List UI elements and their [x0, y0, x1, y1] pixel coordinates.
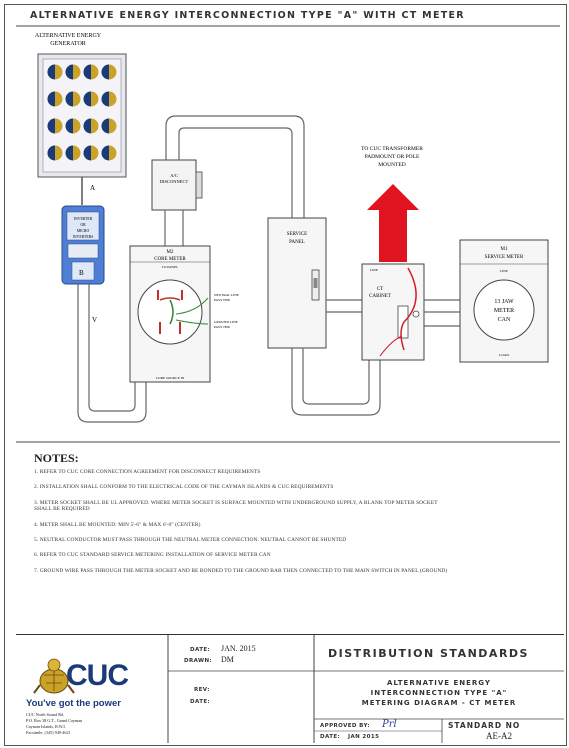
address-line: Cayman Islands, B.W.I. — [26, 724, 66, 729]
solar-cell-shade — [65, 118, 73, 134]
solar-cell-shade — [65, 91, 73, 107]
transformer-arrow-icon — [367, 184, 419, 262]
m1-can-1: 13 JAW — [494, 299, 514, 305]
rev-label: REV: — [194, 687, 210, 693]
logo-text: CUC — [66, 659, 129, 692]
mark-a: A — [90, 184, 95, 192]
title-block-grid — [33, 635, 564, 743]
m1-line: LINE — [500, 269, 508, 273]
inverter-label-1: INVERTER — [74, 217, 93, 221]
address-line: CUC North Sound Rd. — [26, 712, 65, 717]
note-item: 3. METER SOCKET SHALL BE UL APPROVED. WH… — [34, 499, 438, 513]
ac-disconnect-label-2: DISCONNECT — [160, 179, 189, 184]
ct-line: LINE — [370, 268, 378, 272]
distribution-standards-title: DISTRIBUTION STANDARDS — [328, 647, 529, 660]
mark-v: V — [92, 316, 97, 324]
ct-cabinet-label-1: CT — [377, 287, 383, 292]
m2-side-top-2: PASS THR — [214, 298, 231, 302]
note-item: 6. REFER TO CUC STANDARD SERVICE METERIN… — [34, 552, 271, 559]
solar-cell-shade — [83, 118, 91, 134]
m2-side-top-1: NEUTRAL LINE — [214, 293, 239, 297]
m1-label-2: SERVICE METER — [485, 255, 524, 260]
conduit-panel-ct — [291, 348, 381, 416]
generator-label-2: GENERATOR — [50, 41, 86, 47]
note-item: 5. NEUTRAL CONDUCTOR MUST PASS THROUGH T… — [34, 537, 347, 544]
service-panel-label-1: SERVICE — [287, 232, 307, 237]
ac-disconnect — [151, 159, 197, 211]
solar-cell-shade — [47, 64, 55, 80]
tagline: You've got the power — [26, 698, 121, 709]
date2-label: DATE: — [320, 734, 341, 740]
approved-signature: Prl — [382, 719, 397, 730]
m2-side-bottom-1: GROUND LINE — [214, 320, 238, 324]
drawing-title-line-3: METERING DIAGRAM - CT METER — [361, 699, 517, 707]
note-item: 7. GROUND WIRE PASS THROUGH THE METER SO… — [34, 567, 448, 574]
m2-side-bottom-2: PASS THR — [214, 325, 231, 329]
drawing-title: ALTERNATIVE ENERGY INTERCONNECTION TYPE … — [30, 10, 465, 21]
date2-value: JAN 2015 — [348, 734, 380, 740]
solar-cell-shade — [101, 91, 109, 107]
m2-terminal: TO PANEL — [162, 265, 178, 269]
solar-cell-shade — [47, 91, 55, 107]
solar-cell-shade — [65, 64, 73, 80]
solar-cell-shade — [83, 145, 91, 161]
drawing-title-line-2: INTERCONNECTION TYPE "A" — [370, 689, 508, 697]
rev-date-label: DATE: — [190, 699, 211, 705]
address-line: Facsimile: (345) 949-4621 — [26, 730, 71, 735]
mark-b: B — [79, 269, 84, 277]
m2-bottom: CORE SOURCE IN — [156, 376, 185, 380]
solar-cell-shade — [47, 118, 55, 134]
date-label: DATE: — [190, 647, 211, 653]
inverter — [61, 205, 105, 285]
approved-label: APPROVED BY: — [320, 723, 370, 729]
solar-cell-shade — [47, 145, 55, 161]
m2-label-2: CORE METER — [154, 257, 186, 262]
note-item: 4. METER SHALL BE MOUNTED: MIN 5'-6" & M… — [34, 521, 201, 528]
cuc-turtle-logo-icon — [33, 658, 75, 694]
interconnection-diagram: ALTERNATIVE ENERGY GENERATOR A INVERTER … — [16, 25, 560, 443]
inverter-label-4: INVERTERS — [73, 235, 94, 239]
ac-disconnect-label-1: A/C — [170, 173, 178, 178]
drawn-value: DM — [221, 655, 234, 664]
notes-heading: NOTES: — [34, 451, 79, 465]
title-block: CUC You've got the power CUC North Sound… — [16, 634, 564, 743]
note-item: 1. REFER TO CUC CORE CONNECTION AGREEMEN… — [34, 469, 261, 475]
inverter-label-2: OR — [80, 223, 86, 227]
solar-cell-shade — [83, 91, 91, 107]
address-line: P.O. Box 38 G.T., Grand Cayman — [26, 718, 83, 723]
solar-cell-shade — [83, 64, 91, 80]
note-item: 2. INSTALLATION SHALL CONFORM TO THE ELE… — [34, 484, 334, 491]
notes-section: NOTES: 1. REFER TO CUC CORE CONNECTION A… — [34, 451, 559, 583]
transformer-note-3: MOUNTED — [378, 162, 406, 168]
m1-can-2: METER — [494, 308, 514, 314]
transformer-note-2: PADMOUNT OR POLE — [365, 154, 420, 160]
m1-label-1: M1 — [501, 247, 508, 252]
standard-no-value: AE-A2 — [486, 731, 512, 741]
ct-cabinet-label-2: CABINET — [369, 294, 391, 299]
solar-panel-icon — [37, 53, 127, 178]
solar-cell-shade — [65, 145, 73, 161]
inverter-label-3: MICRO — [77, 229, 90, 233]
m2-label-1: M2 — [167, 250, 174, 255]
solar-cell-shade — [101, 64, 109, 80]
generator-label-1: ALTERNATIVE ENERGY — [35, 33, 102, 39]
conduit-disconnect-panel — [165, 115, 305, 218]
solar-cell-shade — [101, 145, 109, 161]
transformer-note-1: TO CUC TRANSFORMER — [361, 146, 423, 152]
solar-cell-shade — [101, 118, 109, 134]
m1-load: LOAD — [499, 353, 509, 357]
date-value: JAN. 2015 — [221, 644, 256, 653]
conduit-inverter-m2 — [77, 284, 147, 423]
m1-can-3: CAN — [498, 317, 511, 323]
drawn-label: DRAWN: — [184, 658, 213, 664]
standard-no-label: STANDARD NO — [448, 721, 521, 730]
drawing-title-line-1: ALTERNATIVE ENERGY — [387, 679, 491, 687]
service-panel-label-2: PANEL — [289, 240, 305, 245]
drawing-sheet — [4, 4, 567, 746]
